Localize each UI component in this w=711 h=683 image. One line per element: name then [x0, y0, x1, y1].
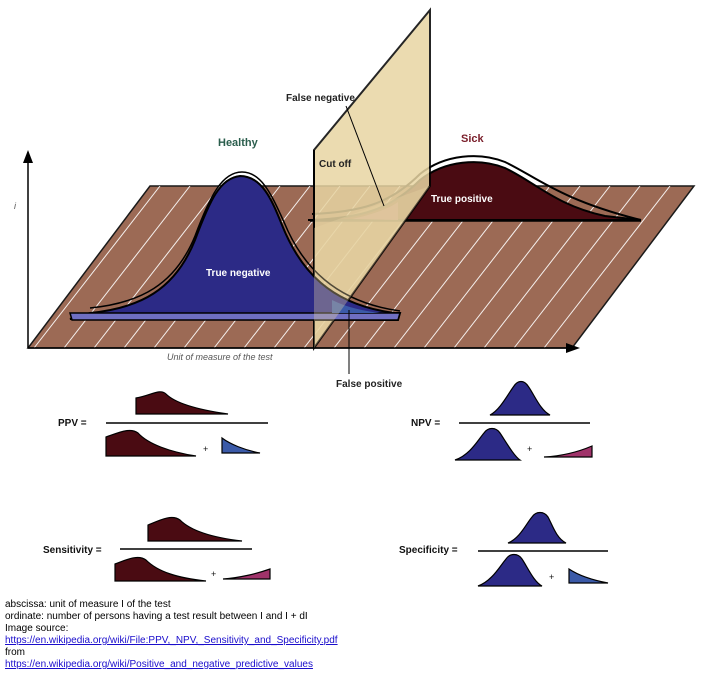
sensitivity-numerator-curve — [147, 516, 243, 542]
sensitivity-label: Sensitivity = — [43, 545, 102, 556]
specificity-numerator-curve — [507, 511, 567, 544]
x-axis-label: Unit of measure of the test — [167, 352, 273, 362]
healthy-label: Healthy — [218, 137, 259, 149]
ppv-plus: + — [203, 444, 208, 454]
y-axis — [23, 150, 33, 348]
ppv-numerator-curve — [135, 391, 229, 415]
true-positive-label: True positive — [431, 194, 493, 205]
npv-label: NPV = — [411, 418, 440, 429]
cutoff-label: Cut off — [319, 159, 352, 170]
specificity-plus: + — [549, 572, 554, 582]
npv-plus: + — [527, 444, 532, 454]
ppv-label: PPV = — [58, 418, 87, 429]
specificity-false-positive-curve — [568, 567, 609, 584]
sensitivity-true-positive-curve — [114, 556, 207, 582]
npv-true-negative-curve — [454, 427, 522, 461]
false-positive-label: False positive — [336, 379, 403, 390]
caption: abscissa: unit of measure I of the test … — [5, 599, 705, 671]
false-negative-pointer — [345, 105, 385, 207]
y-axis-label: i — [14, 201, 17, 211]
ppv-formula: PPV = + — [58, 391, 268, 457]
cutoff-plane-lower — [314, 186, 430, 348]
from-source-link[interactable]: https://en.wikipedia.org/wiki/Positive_a… — [5, 659, 313, 670]
ppv-npv-diagram: i Unit of measure of the test Healthy Si… — [14, 7, 696, 587]
specificity-formula: Specificity = + — [399, 511, 609, 587]
healthy-distribution — [69, 171, 402, 322]
false-positive-area — [332, 300, 380, 313]
x-axis — [28, 343, 580, 353]
npv-false-negative-curve — [543, 445, 593, 458]
sensitivity-formula: Sensitivity = + — [43, 516, 271, 582]
true-negative-label: True negative — [206, 268, 271, 279]
caption-image-source-label: Image source: — [5, 623, 69, 634]
false-negative-label: False negative — [286, 93, 355, 104]
specificity-true-negative-curve — [477, 553, 543, 587]
npv-formula: NPV = + — [411, 380, 593, 461]
specificity-label: Specificity = — [399, 545, 458, 556]
ppv-true-positive-curve — [105, 429, 197, 457]
sensitivity-plus: + — [211, 569, 216, 579]
sick-label: Sick — [461, 133, 485, 145]
sensitivity-false-negative-curve — [222, 568, 271, 580]
caption-from-label: from — [5, 647, 25, 658]
npv-numerator-curve — [489, 380, 551, 416]
ppv-false-positive-curve — [221, 436, 261, 454]
caption-ordinate: ordinate: number of persons having a tes… — [5, 611, 308, 622]
caption-abscissa: abscissa: unit of measure I of the test — [5, 599, 171, 610]
image-source-link[interactable]: https://en.wikipedia.org/wiki/File:PPV,_… — [5, 635, 338, 646]
